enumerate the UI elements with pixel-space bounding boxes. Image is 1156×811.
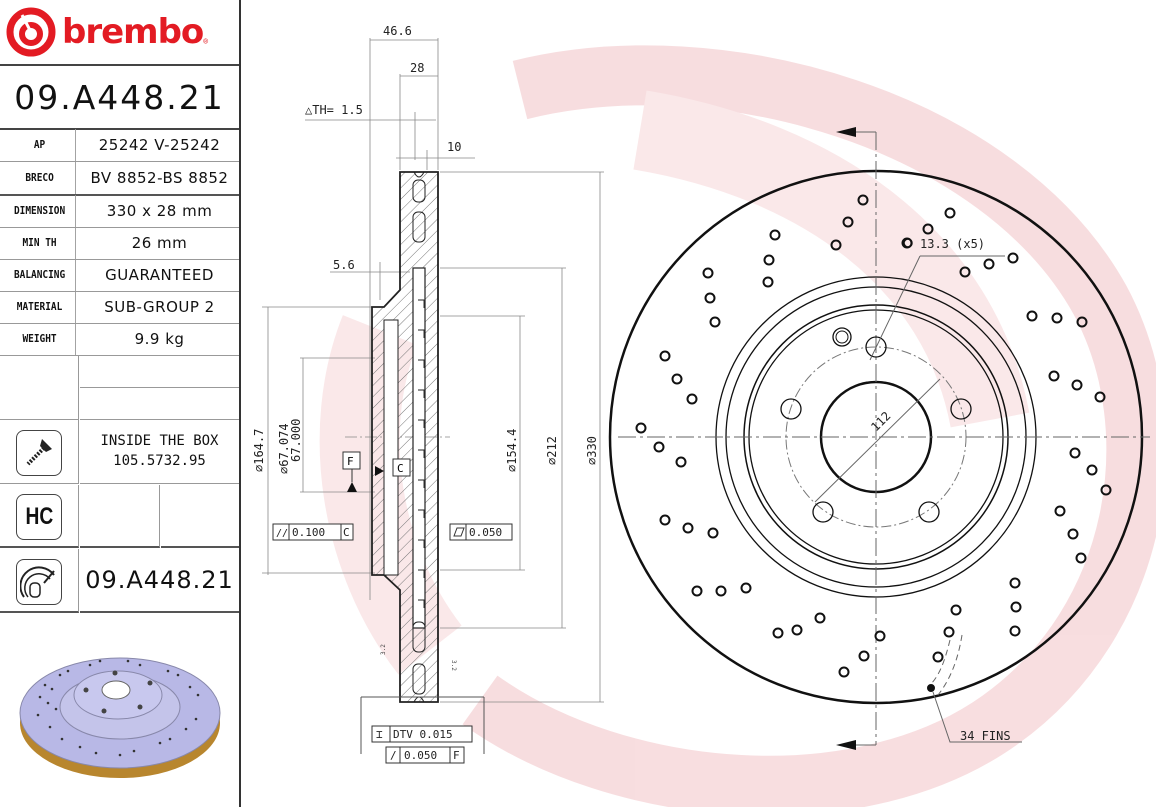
brembo-logo-icon (6, 7, 56, 57)
dimension-lines (262, 38, 604, 703)
svg-text:DTV 0.015: DTV 0.015 (393, 728, 453, 741)
disc-render (0, 615, 239, 807)
spec-value: BV 8852-BS 8852 (90, 169, 229, 187)
fins-label: 34 FINS (960, 729, 1011, 743)
empty-cell (161, 485, 239, 548)
dia-67-074: ⌀67.074 (277, 423, 291, 474)
svg-text:/: / (390, 749, 397, 762)
delta-th: △TH= 1.5 (305, 103, 363, 117)
spec-row-ap: AP 25242 V-25242 (0, 129, 239, 162)
spec-sidebar: brembo ® 09.A448.21 AP 25242 V-25242 BRE… (0, 0, 241, 807)
brake-disc-icon (16, 559, 62, 605)
empty-cell (0, 356, 79, 420)
spec-row-material: MATERIAL SUB-GROUP 2 (0, 291, 239, 324)
technical-drawing: 46.6 28 △TH= 1.5 10 5.6 ⌀164.7 ⌀67.074 6… (242, 0, 1156, 811)
empty-cell (80, 388, 239, 420)
part-number: 09.A448.21 (0, 66, 239, 130)
screw-icon (16, 430, 62, 476)
svg-text://: // (276, 528, 288, 539)
bottom-part-number: 09.A448.21 (80, 549, 239, 613)
spec-row-breco: BRECO BV 8852-BS 8852 (0, 162, 239, 196)
svg-text:0.100: 0.100 (292, 526, 325, 539)
dia-164-7: ⌀164.7 (252, 429, 266, 472)
disc-3d-image (19, 657, 221, 778)
dia-154-4: ⌀154.4 (505, 429, 519, 472)
spec-label: MATERIAL (4, 291, 76, 323)
svg-text:⌶: ⌶ (376, 728, 383, 741)
spec-label: DIMENSION (4, 195, 76, 227)
parallelism-frame: // 0.100 C (272, 523, 354, 541)
svg-text:F: F (347, 455, 354, 468)
spec-label: MIN TH (4, 227, 76, 259)
svg-text:0.050: 0.050 (404, 749, 437, 762)
svg-text:C: C (397, 462, 404, 475)
spec-value: 330 x 28 mm (106, 202, 213, 220)
surface-roughness-marks: 3.2 3.2 (380, 644, 457, 671)
bolt-hole-label: 13.3 (x5) (920, 237, 985, 251)
datum-c: C (392, 458, 411, 477)
spec-label: WEIGHT (4, 323, 76, 355)
dtv-frame: ⌶ DTV 0.015 (360, 696, 485, 754)
disc-front-view (608, 127, 1150, 750)
inside-box-code: 105.5732.95 (113, 453, 206, 469)
brand-name: brembo (62, 12, 204, 52)
hc-cell: HC (0, 485, 79, 548)
empty-cell (80, 356, 239, 388)
datum-f: F (342, 451, 361, 482)
spec-label: BALANCING (4, 259, 76, 291)
section-labels: 46.6 28 △TH= 1.5 10 5.6 ⌀164.7 ⌀67.074 6… (252, 24, 599, 474)
spec-value: 26 mm (131, 234, 188, 252)
dim-5-6: 5.6 (333, 258, 355, 272)
brembo-watermark (319, 45, 1156, 811)
spec-label: BRECO (4, 162, 76, 194)
spec-value: 9.9 kg (134, 330, 185, 348)
dim-46-6: 46.6 (383, 24, 412, 38)
svg-text:0.050: 0.050 (469, 526, 502, 539)
drawing-canvas: 46.6 28 △TH= 1.5 10 5.6 ⌀164.7 ⌀67.074 6… (252, 24, 1156, 811)
disc-icon-cell (0, 549, 79, 613)
dia-330: ⌀330 (585, 436, 599, 465)
dia-67-000: 67.000 (289, 419, 303, 462)
svg-text:F: F (453, 749, 460, 762)
pcd-label: 112 (868, 409, 893, 434)
spec-value: GUARANTEED (105, 266, 214, 284)
spec-row-balancing: BALANCING GUARANTEED (0, 259, 239, 292)
spec-label: AP (4, 129, 76, 161)
cross-drill-holes (635, 194, 1112, 678)
spec-value: SUB-GROUP 2 (104, 298, 215, 316)
svg-text:C: C (343, 526, 350, 539)
spec-value: 25242 V-25242 (98, 136, 221, 154)
spec-row-weight: WEIGHT 9.9 kg (0, 323, 239, 356)
bolt-holes (780, 336, 972, 523)
hc-icon: HC (16, 494, 62, 540)
disc-cross-section (347, 171, 439, 703)
runout-frame: / 0.050 F (385, 746, 465, 764)
inside-box-label: INSIDE THE BOX (100, 433, 219, 449)
flatness-frame: 0.050 (449, 523, 513, 541)
svg-text:3.2: 3.2 (450, 660, 457, 671)
registered-mark: ® (203, 37, 209, 46)
svg-text:3.2: 3.2 (380, 644, 387, 655)
brand-logo-row: brembo ® (0, 0, 239, 66)
inside-box-cell: INSIDE THE BOX 105.5732.95 (80, 420, 239, 484)
dia-212: ⌀212 (545, 436, 559, 465)
dim-28: 28 (410, 61, 424, 75)
spec-row-min-th: MIN TH 26 mm (0, 227, 239, 260)
screw-cell (0, 420, 79, 484)
empty-cell (80, 485, 160, 548)
spec-row-dimension: DIMENSION 330 x 28 mm (0, 195, 239, 228)
dim-10: 10 (447, 140, 461, 154)
